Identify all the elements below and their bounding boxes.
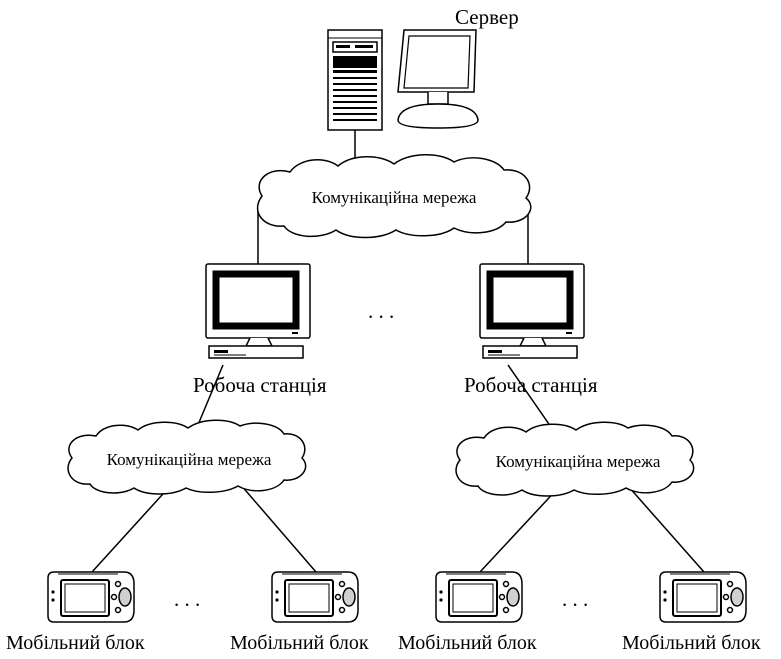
mobile-unit-3-icon	[435, 571, 523, 623]
workstation-left-network-link	[194, 364, 224, 433]
network-cloud-right	[455, 421, 695, 497]
network-mobile-1-link	[91, 483, 173, 573]
server-monitor-icon	[397, 29, 479, 129]
network-mobile-2-link	[239, 483, 317, 573]
workstation-right-label: Робоча станція	[464, 373, 598, 397]
network-mobile-3-link	[479, 485, 561, 573]
mobile-unit-2-icon	[271, 571, 359, 623]
workstation-left-label: Робоча станція	[193, 373, 327, 397]
server-label: Сервер	[455, 5, 519, 29]
mobile-unit-4-label: Мобільний блок	[622, 632, 761, 654]
network-mobile-4-link	[627, 485, 705, 573]
mobile-unit-1-icon	[47, 571, 135, 623]
mobile-unit-1-label: Мобільний блок	[6, 632, 145, 654]
network-cloud-left	[67, 419, 307, 495]
workstation-left-icon	[206, 264, 310, 358]
workstation-right-icon	[480, 264, 584, 358]
mobile-unit-4-icon	[659, 571, 747, 623]
network-label-top: Комунікаційна мережа	[312, 188, 477, 207]
network-label-left: Комунікаційна мережа	[107, 450, 272, 469]
server-tower-icon	[327, 29, 383, 131]
mobile-ellipsis-right: . . .	[562, 587, 588, 611]
mobile-unit-2-label: Мобільний блок	[230, 632, 369, 654]
network-label-right: Комунікаційна мережа	[496, 452, 661, 471]
network-cloud-top	[256, 154, 532, 239]
workstations-ellipsis: . . .	[368, 299, 394, 323]
mobile-unit-3-label: Мобільний блок	[398, 632, 537, 654]
mobile-ellipsis-left: . . .	[174, 587, 200, 611]
